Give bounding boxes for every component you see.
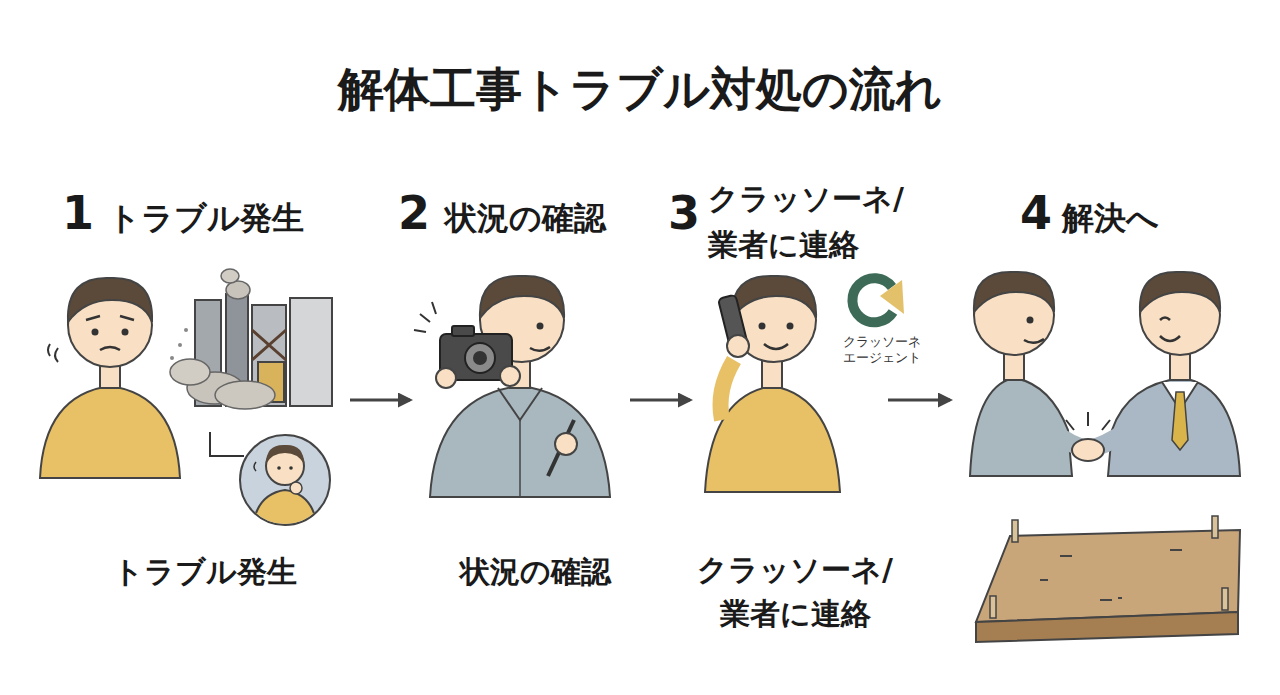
eye xyxy=(92,329,99,336)
step-group: 2状況の確認状況の確認 xyxy=(410,180,630,640)
handshake-people xyxy=(970,272,1240,476)
eye xyxy=(277,466,281,470)
worried-person xyxy=(40,278,180,478)
camera-lens-inner xyxy=(473,351,487,365)
mouth xyxy=(530,347,550,351)
neck xyxy=(1170,352,1190,380)
step-group: 4解決へ xyxy=(950,180,1250,640)
eye xyxy=(1027,317,1034,324)
flash-rays xyxy=(414,302,436,332)
building-foundation xyxy=(976,516,1240,642)
girder-brace xyxy=(252,330,286,360)
flow-arrow xyxy=(630,399,690,402)
mouth xyxy=(1024,339,1044,343)
hair xyxy=(480,276,564,318)
hand xyxy=(727,335,749,357)
flow-arrow xyxy=(350,399,410,402)
inset-figure xyxy=(252,445,318,530)
step-heading: トラブル発生 xyxy=(108,198,348,238)
anchor-post xyxy=(1212,516,1218,538)
thought-leader xyxy=(210,432,244,456)
step-group: 1トラブル発生トラブル発生 xyxy=(40,180,350,640)
mouth xyxy=(764,344,788,349)
diagram-title: 解体工事トラブル対処の流れ xyxy=(0,62,1280,117)
neck xyxy=(762,360,782,388)
dust-dot xyxy=(184,328,188,332)
step-group: 3クラッソーネ/ 業者に連絡クラッソーネ/ 業者に連絡 xyxy=(690,180,888,640)
arm xyxy=(721,360,735,420)
hair xyxy=(732,276,816,318)
eyebrows xyxy=(86,316,134,320)
caller-person xyxy=(705,276,840,492)
logo-text: クラッソーネ エージェント xyxy=(836,334,928,366)
hair xyxy=(1140,272,1220,312)
hair xyxy=(68,278,152,322)
demolition-building xyxy=(170,269,332,409)
step-number: 1 xyxy=(62,190,102,236)
step-heading: 状況の確認 xyxy=(445,198,655,238)
mouth xyxy=(100,347,120,350)
tie xyxy=(1172,392,1188,450)
step-caption: クラッソーネ/ 業者に連絡 xyxy=(675,548,915,636)
logo-arrow xyxy=(880,280,904,314)
company-logo xyxy=(852,278,904,322)
dust-cloud xyxy=(215,381,275,409)
step-caption: トラブル発生 xyxy=(60,550,350,594)
step-number: 4 xyxy=(1020,190,1060,236)
neck xyxy=(1004,352,1024,380)
eye xyxy=(122,329,129,336)
work-jacket xyxy=(430,386,610,497)
collar xyxy=(498,388,542,420)
flow-arrow xyxy=(888,399,950,402)
step-caption: 状況の確認 xyxy=(420,550,650,594)
wall-panel xyxy=(290,298,332,406)
sweater xyxy=(40,386,180,478)
step-number: 3 xyxy=(668,190,708,236)
smoke-puff xyxy=(221,269,239,283)
hand xyxy=(500,366,520,386)
sweat-mark xyxy=(254,462,256,471)
hand xyxy=(555,433,577,455)
eye xyxy=(537,323,544,330)
dust-dot xyxy=(170,356,174,360)
step-number: 2 xyxy=(398,190,438,236)
hand xyxy=(436,368,456,388)
eye xyxy=(787,323,794,330)
foundation-front xyxy=(976,612,1238,642)
anchor-post xyxy=(1012,520,1018,542)
surface-marks xyxy=(1040,550,1182,600)
camera-lens xyxy=(465,343,495,373)
eye xyxy=(289,466,293,470)
dust-cloud xyxy=(170,359,210,385)
eye xyxy=(759,323,766,330)
clasped-hands xyxy=(1072,439,1104,461)
anchor-post xyxy=(1222,588,1228,610)
inset-worried-person xyxy=(240,435,330,530)
hair xyxy=(974,272,1054,312)
zipper xyxy=(519,420,521,497)
step-heading: 解決へ xyxy=(1062,198,1232,238)
hair xyxy=(266,445,304,464)
eye xyxy=(1160,318,1170,321)
dust-dot xyxy=(178,343,182,347)
step-heading: クラッソーネ/ 業者に連絡 xyxy=(708,176,948,268)
inspector-person xyxy=(414,276,610,497)
camera-top xyxy=(452,326,474,336)
foundation-top xyxy=(976,530,1240,622)
sparkle xyxy=(1066,412,1110,430)
mouth xyxy=(1160,336,1180,341)
hand xyxy=(290,482,302,494)
sweater xyxy=(252,490,318,530)
anchor-post xyxy=(990,596,996,618)
sweat-mark xyxy=(48,344,58,362)
